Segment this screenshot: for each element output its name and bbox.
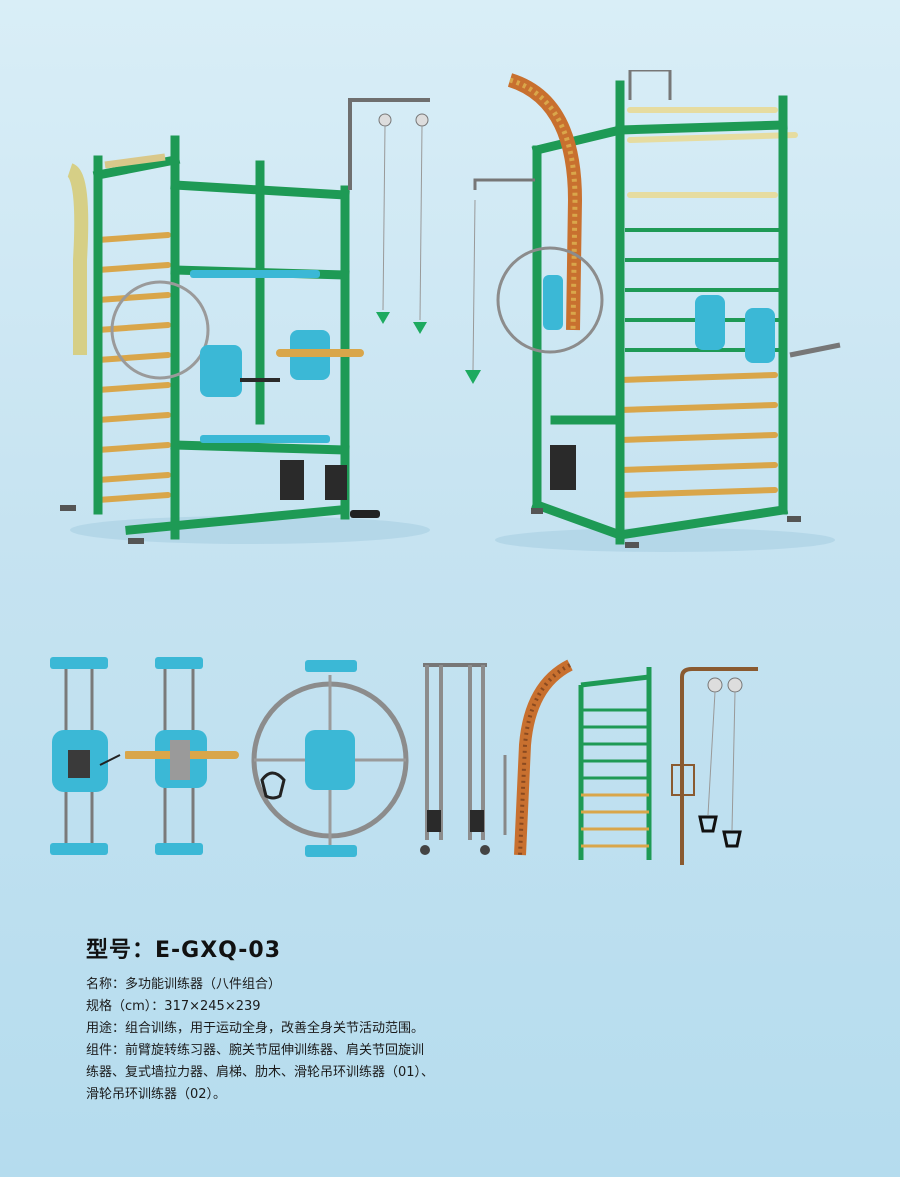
product-components-1: 组件：前臂旋转练习器、腕关节屈伸训练器、肩关节回旋训 <box>86 1043 425 1058</box>
components-row <box>30 655 870 875</box>
product-components-2: 练器、复式墙拉力器、肩梯、肋木、滑轮吊环训练器（01）、 <box>86 1065 435 1080</box>
pulley-ring-part <box>671 667 758 865</box>
product-size: 规格（cm）：317×245×239 <box>86 999 261 1014</box>
shoulder-wheel-part <box>251 660 409 857</box>
trainer-photo-front <box>60 98 430 544</box>
product-usage: 用途：组合训练，用于运动全身，改善全身关节活动范围。 <box>86 1021 425 1036</box>
trainer-photo-side <box>465 70 841 552</box>
model-number: 型号：E-GXQ-03 <box>86 938 282 963</box>
product-name: 名称：多功能训练器（八件组合） <box>86 977 282 992</box>
wrist-flexion-part <box>125 657 239 855</box>
product-info: 型号：E-GXQ-03 名称：多功能训练器（八件组合） 规格（cm）：317×2… <box>86 932 846 1106</box>
wall-pulley-part <box>420 663 490 855</box>
forearm-rotator-part <box>50 657 121 855</box>
product-components-3: 滑轮吊环训练器（02）。 <box>86 1087 227 1102</box>
wall-bars-part <box>578 667 652 860</box>
shoulder-ladder-part <box>503 659 573 856</box>
